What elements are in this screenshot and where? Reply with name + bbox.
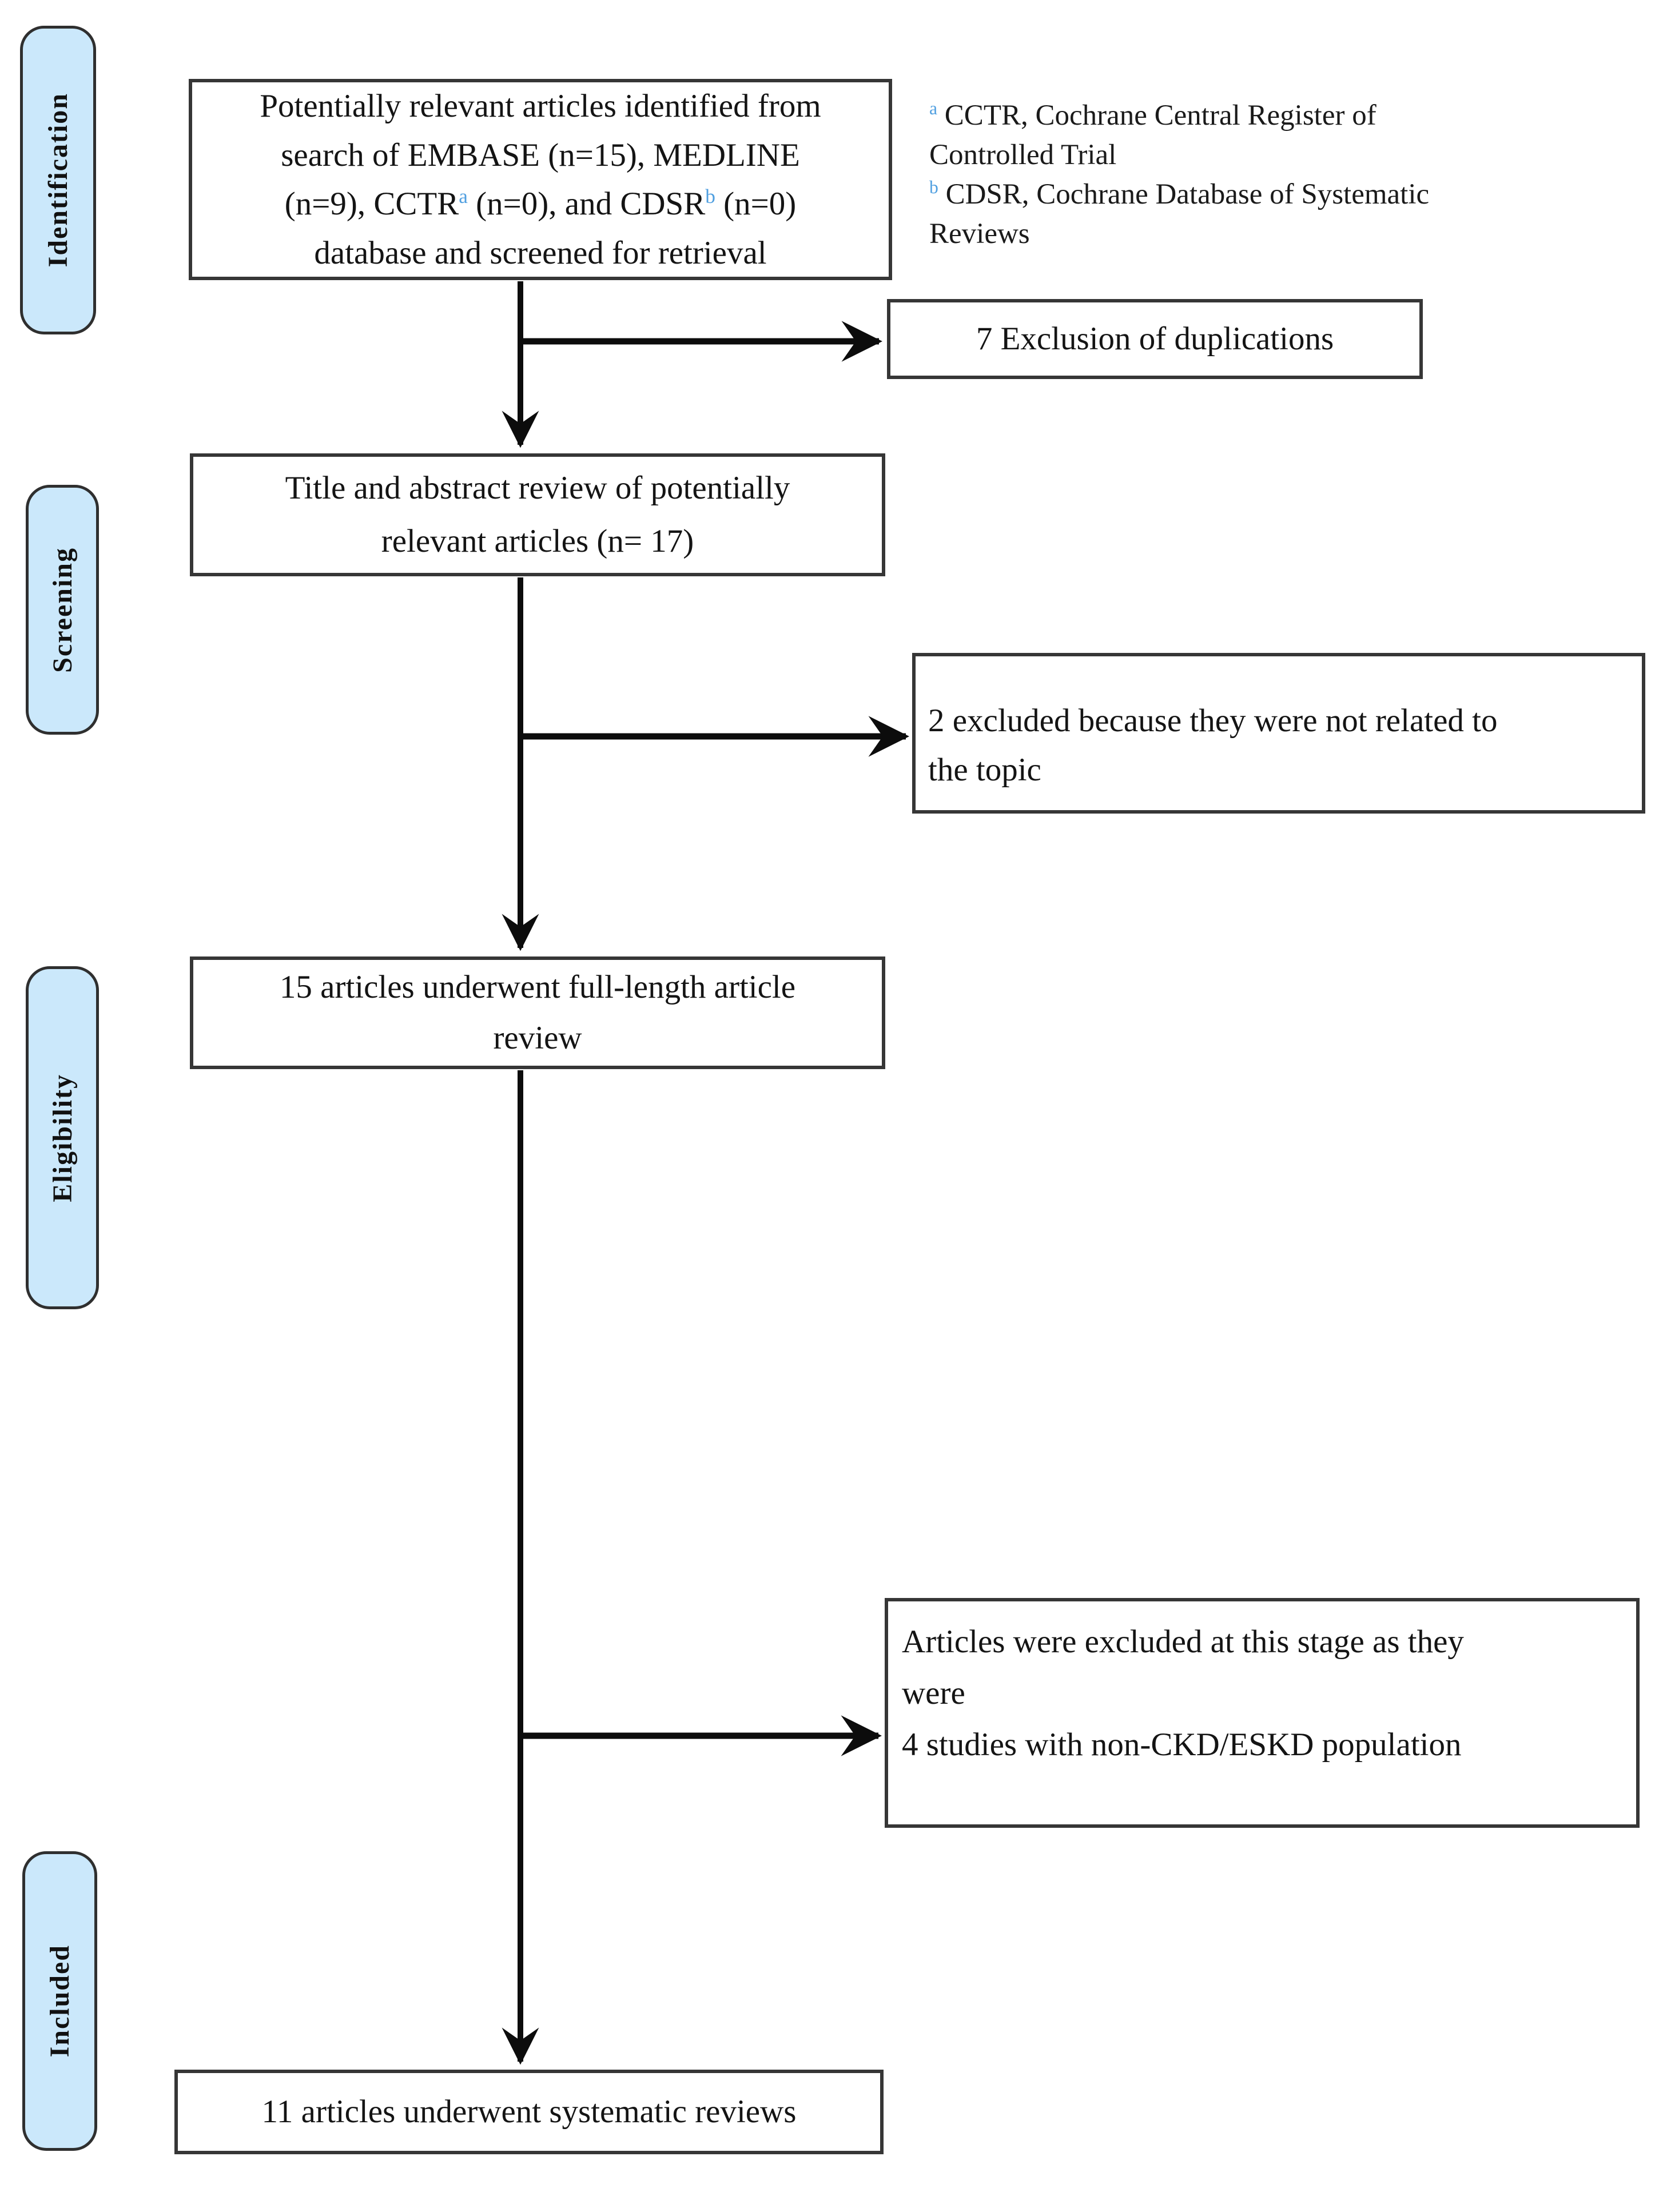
- superscript-b: b: [705, 185, 715, 208]
- box-identified-line2: search of EMBASE (n=15), MEDLINE: [281, 137, 800, 173]
- superscript-a: a: [459, 185, 468, 208]
- legend-item-cdsr-line2: Reviews: [929, 217, 1030, 250]
- stage-label-included-text: Included: [45, 1944, 75, 2058]
- box-full-length-line2: review: [493, 1019, 582, 1056]
- abbreviation-legend: a CCTR, Cochrane Central Register of Con…: [929, 96, 1636, 253]
- box-excluded-at-stage: Articles were excluded at this stage as …: [885, 1598, 1640, 1828]
- stage-label-identification: Identification: [20, 26, 96, 334]
- box-identified-line1: Potentially relevant articles identified…: [260, 88, 821, 124]
- box-exclusion-duplications: 7 Exclusion of duplications: [887, 299, 1423, 379]
- box-exclusion-duplications-text: 7 Exclusion of duplications: [976, 321, 1334, 357]
- stage-label-eligibility: Eligibility: [26, 966, 99, 1309]
- box-title-abstract-line1: Title and abstract review of potentially: [285, 470, 790, 507]
- box-excluded-at-stage-line3: 4 studies with non-CKD/ESKD population: [902, 1727, 1462, 1763]
- box-excluded-not-related: 2 excluded because they were not related…: [912, 653, 1645, 814]
- box-title-abstract-review: Title and abstract review of potentially…: [190, 453, 885, 576]
- legend-superscript-b: b: [929, 177, 938, 197]
- box-identified-line3: (n=9), CCTRa (n=0), and CDSRb (n=0): [284, 185, 797, 222]
- box-excluded-at-stage-line1: Articles were excluded at this stage as …: [902, 1624, 1464, 1660]
- stage-label-identification-text: Identification: [43, 93, 73, 268]
- box-excluded-at-stage-line2: were: [902, 1675, 965, 1712]
- legend-superscript-a: a: [929, 98, 938, 118]
- box-identified-records: Potentially relevant articles identified…: [189, 79, 892, 280]
- stage-label-screening-text: Screening: [47, 547, 78, 673]
- box-full-length-review: 15 articles underwent full-length articl…: [190, 956, 885, 1069]
- stage-label-included: Included: [22, 1851, 97, 2151]
- box-systematic-reviews: 11 articles underwent systematic reviews: [174, 2070, 884, 2154]
- box-title-abstract-line2: relevant articles (n= 17): [381, 523, 694, 559]
- box-excluded-not-related-line2: the topic: [928, 751, 1041, 788]
- box-identified-line4: database and screened for retrieval: [314, 234, 767, 271]
- box-full-length-line1: 15 articles underwent full-length articl…: [279, 969, 796, 1006]
- box-systematic-reviews-text: 11 articles underwent systematic reviews: [261, 2094, 797, 2130]
- legend-item-cdsr: b CDSR, Cochrane Database of Systematic: [929, 177, 1430, 210]
- box-excluded-not-related-line1: 2 excluded because they were not related…: [928, 703, 1498, 739]
- legend-item-cctr-line2: Controlled Trial: [929, 138, 1117, 171]
- legend-item-cctr: a CCTR, Cochrane Central Register of: [929, 98, 1376, 131]
- stage-label-screening: Screening: [26, 485, 99, 735]
- stage-label-eligibility-text: Eligibility: [47, 1073, 78, 1202]
